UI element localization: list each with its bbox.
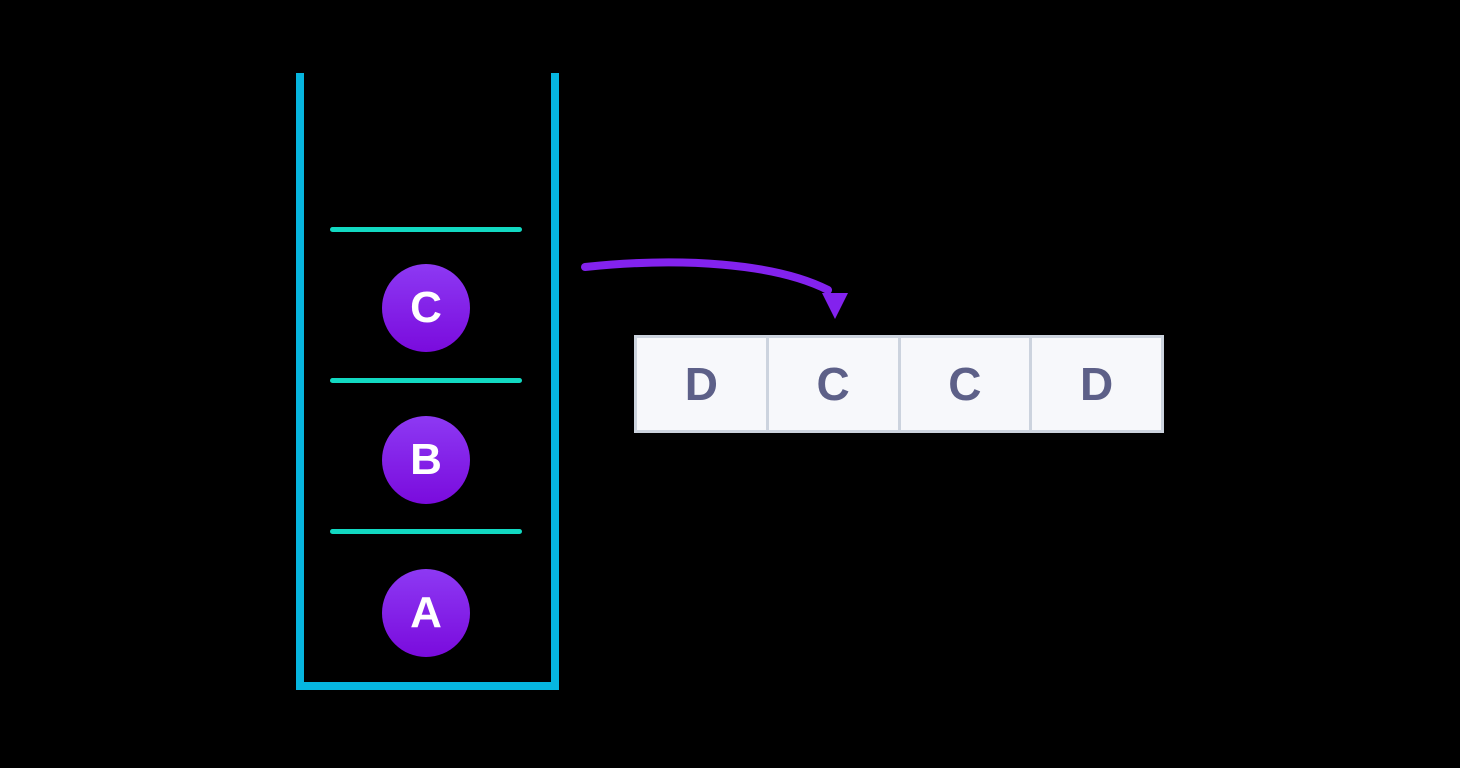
stack-slot-divider bbox=[330, 227, 522, 232]
stack-item-c: C bbox=[382, 264, 470, 352]
stack-item-a: A bbox=[382, 569, 470, 657]
stack-container: C B A bbox=[296, 73, 559, 690]
array-cell-3: D bbox=[1029, 338, 1161, 430]
stack-item-label: B bbox=[410, 435, 442, 484]
array-cell-label: C bbox=[948, 358, 982, 410]
array-cell-1: C bbox=[765, 338, 898, 430]
stack-slot-divider bbox=[330, 529, 522, 534]
array-cell-label: D bbox=[1080, 358, 1114, 410]
stack-item-label: C bbox=[410, 283, 442, 332]
array-cell-label: C bbox=[816, 358, 850, 410]
stack-item-b: B bbox=[382, 416, 470, 504]
array-cell-0: D bbox=[637, 338, 766, 430]
stack-item-label: A bbox=[410, 588, 442, 637]
array-cell-label: D bbox=[684, 358, 718, 410]
array-row: D C C D bbox=[634, 335, 1164, 433]
stack-slot-divider bbox=[330, 378, 522, 383]
array-cell-2: C bbox=[897, 338, 1030, 430]
pop-arrow-icon bbox=[581, 258, 848, 319]
